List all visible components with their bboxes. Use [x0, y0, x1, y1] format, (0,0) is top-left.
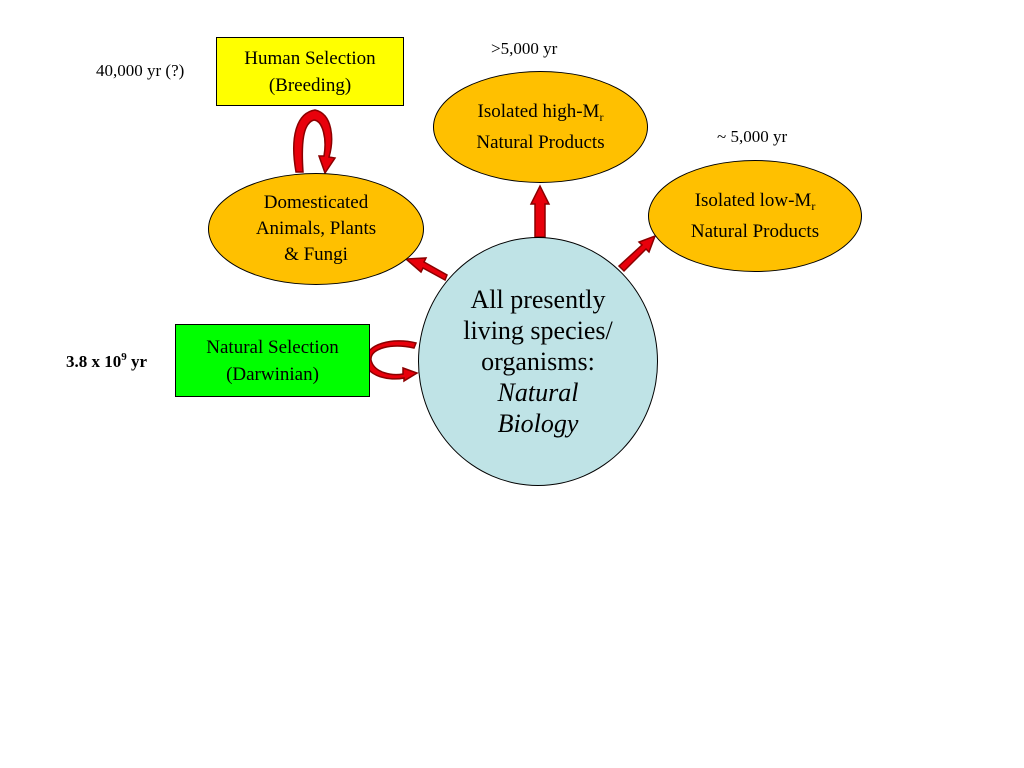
loop-arrow-human-selection	[293, 109, 337, 175]
natural-selection-box: Natural Selection (Darwinian)	[175, 324, 370, 397]
domesticated-line1: Domesticated	[263, 192, 369, 213]
low-time-note: ~ 5,000 yr	[717, 127, 788, 146]
natural-selection-line2: (Darwinian)	[226, 363, 319, 385]
human-selection-line2: (Breeding)	[268, 74, 352, 96]
human-selection-box: Human Selection (Breeding)	[216, 37, 404, 106]
arrow-center-to-domesticated	[404, 257, 448, 282]
center-line1: All presently	[470, 285, 606, 314]
center-line2: living species/	[463, 316, 613, 345]
human-time-note: 40,000 yr (?)	[96, 61, 185, 80]
low-mr-ellipse: Isolated low-Mr Natural Products	[648, 160, 862, 272]
arrow-center-to-high-mr	[529, 184, 551, 238]
loop-arrow-natural-selection	[364, 340, 419, 383]
arrow-center-to-low-mr	[617, 234, 657, 273]
high-mr-line1: Isolated high-Mr	[477, 100, 604, 124]
domesticated-line2: Animals, Plants	[255, 218, 377, 239]
human-selection-line1: Human Selection	[244, 47, 376, 69]
center-line3: organisms:	[481, 347, 595, 376]
high-mr-line2: Natural Products	[476, 131, 605, 153]
low-mr-line1: Isolated low-Mr	[694, 189, 816, 213]
high-time-note: >5,000 yr	[491, 39, 558, 58]
low-mr-line2: Natural Products	[690, 220, 820, 242]
natural-selection-line1: Natural Selection	[206, 336, 339, 358]
high-mr-ellipse: Isolated high-Mr Natural Products	[433, 71, 648, 183]
natural-time-note: 3.8 x 109 yr	[66, 351, 148, 371]
domesticated-line3: & Fungi	[284, 244, 348, 265]
domesticated-ellipse: Domesticated Animals, Plants & Fungi	[208, 173, 424, 285]
center-ellipse: All presently living species/ organisms:…	[418, 237, 658, 486]
center-line5: Biology	[497, 409, 579, 438]
center-line4: Natural	[497, 378, 579, 407]
